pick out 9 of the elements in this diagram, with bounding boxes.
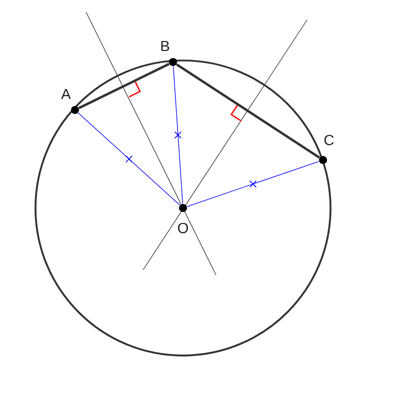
line-segment [186,161,320,207]
point-label: C [324,134,334,146]
point-label: O [178,222,188,234]
point-label: B [161,40,170,52]
line-segment [78,62,170,110]
line-segment [176,63,320,159]
line-segment [78,112,180,206]
line-segment [172,66,184,204]
point-label: A [61,88,71,100]
